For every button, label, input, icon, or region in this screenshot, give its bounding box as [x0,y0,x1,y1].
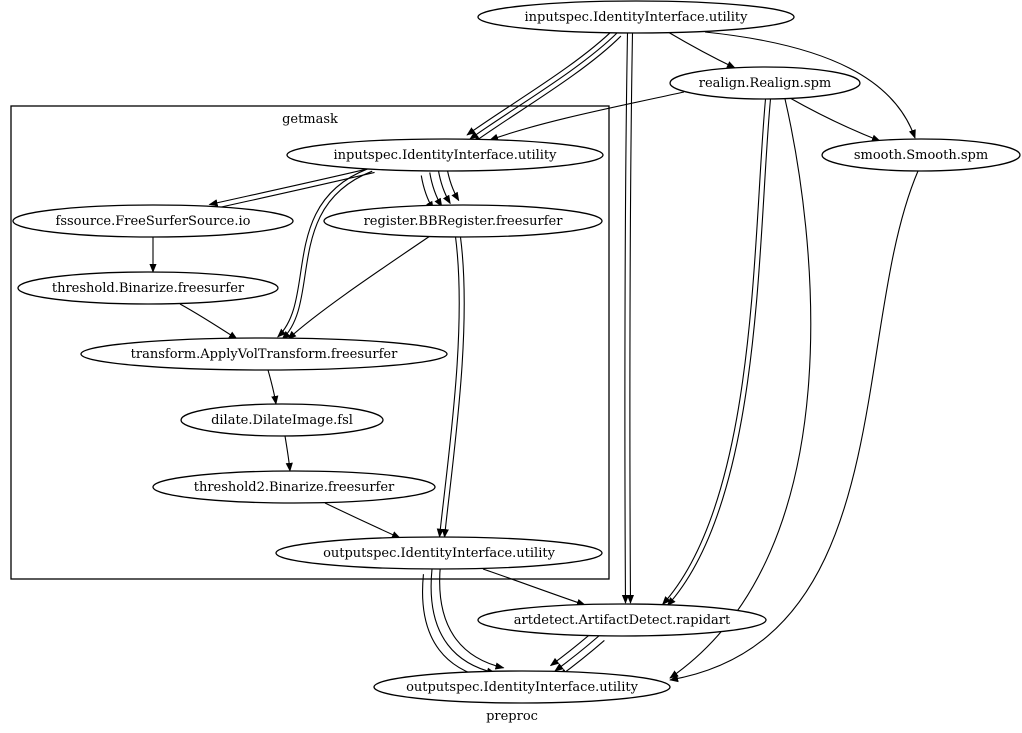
edge-outputspec-inner-to-outputspec-outer [430,568,496,675]
edge-inputspec-outer-to-smooth [704,31,916,139]
edge-register-to-outputspec-inner [436,236,460,538]
edge-inputspec-inner-to-fssource [208,167,374,207]
edge-realign-to-artdetect [661,98,767,606]
edge-realign-to-inputspec-inner [489,91,685,141]
node-label: realign.Realign.spm [699,76,832,91]
edge-realign-to-artdetect [666,99,771,607]
node-label: threshold2.Binarize.freesurfer [194,480,395,495]
node-artdetect[interactable]: artdetect.ArtifactDetect.rapidart [477,603,767,637]
edge-transform-to-dilate [267,369,279,405]
node-label: dilate.DilateImage.fsl [211,413,353,428]
node-label: smooth.Smooth.spm [854,148,988,163]
node-label: register.BBRegister.freesurfer [364,214,564,229]
node-inputspec-outer[interactable]: inputspec.IdentityInterface.utility [477,0,795,34]
node-outputspec-inner[interactable]: outputspec.IdentityInterface.utility [275,536,603,570]
node-smooth[interactable]: smooth.Smooth.spm [821,138,1021,172]
edges [149,27,919,683]
node-label: inputspec.IdentityInterface.utility [525,10,749,25]
node-label: artdetect.ArtifactDetect.rapidart [514,613,731,628]
node-outputspec-outer[interactable]: outputspec.IdentityInterface.utility [373,670,671,704]
edge-inputspec-inner-to-register [429,172,443,208]
node-label: inputspec.IdentityInterface.utility [334,148,558,163]
edge-inputspec-inner-to-register [437,169,451,205]
edge-outputspec-inner-to-outputspec-outer [422,574,488,680]
edge-inputspec-inner-to-transform [277,168,368,338]
edge-inputspec-outer-to-artdetect [621,32,630,604]
edge-artdetect-to-outputspec-outer [554,634,601,672]
node-threshold2[interactable]: threshold2.Binarize.freesurfer [152,470,436,504]
edge-realign-to-smooth [789,97,881,142]
node-label: outputspec.IdentityInterface.utility [406,680,639,695]
node-register[interactable]: register.BBRegister.freesurfer [323,204,603,238]
edge-realign-to-outputspec-outer [669,98,812,679]
edge-register-to-outputspec-inner [441,237,465,539]
node-label: fssource.FreeSurferSource.io [56,214,251,229]
node-label: outputspec.IdentityInterface.utility [323,546,556,561]
edge-inputspec-outer-to-inputspec-inner [469,31,619,140]
edge-inputspec-outer-to-realign [667,31,736,69]
edge-register-to-transform [287,235,431,340]
edge-dilate-to-threshold2 [284,435,293,472]
edge-threshold2-to-outputspec-inner [324,502,401,539]
node-dilate[interactable]: dilate.DilateImage.fsl [180,403,384,437]
edge-inputspec-outer-to-inputspec-inner [466,27,616,136]
edge-inputspec-outer-to-inputspec-inner [472,35,622,144]
getmask-cluster [10,105,610,580]
node-threshold[interactable]: threshold.Binarize.freesurfer [17,271,279,305]
edge-inputspec-outer-to-artdetect [626,32,635,604]
edge-inputspec-inner-to-fssource [209,171,375,212]
node-label: transform.ApplyVolTransform.freesurfer [131,347,398,362]
node-transform[interactable]: transform.ApplyVolTransform.freesurfer [80,337,448,371]
edge-smooth-to-outputspec-outer [669,170,919,683]
edge-threshold-to-transform [179,303,238,340]
nodes: inputspec.IdentityInterface.utility real… [12,0,1021,704]
cluster-title: getmask [282,112,338,127]
graph-title: preproc [486,709,538,724]
edge-outputspec-inner-to-outputspec-outer [439,563,505,670]
node-label: threshold.Binarize.freesurfer [52,281,245,296]
edge-outputspec-inner-to-artdetect [482,568,586,606]
node-fssource[interactable]: fssource.FreeSurferSource.io [12,204,294,238]
node-realign[interactable]: realign.Realign.spm [669,66,861,100]
edge-inputspec-inner-to-transform [281,170,373,340]
node-inputspec-inner[interactable]: inputspec.IdentityInterface.utility [286,138,604,172]
